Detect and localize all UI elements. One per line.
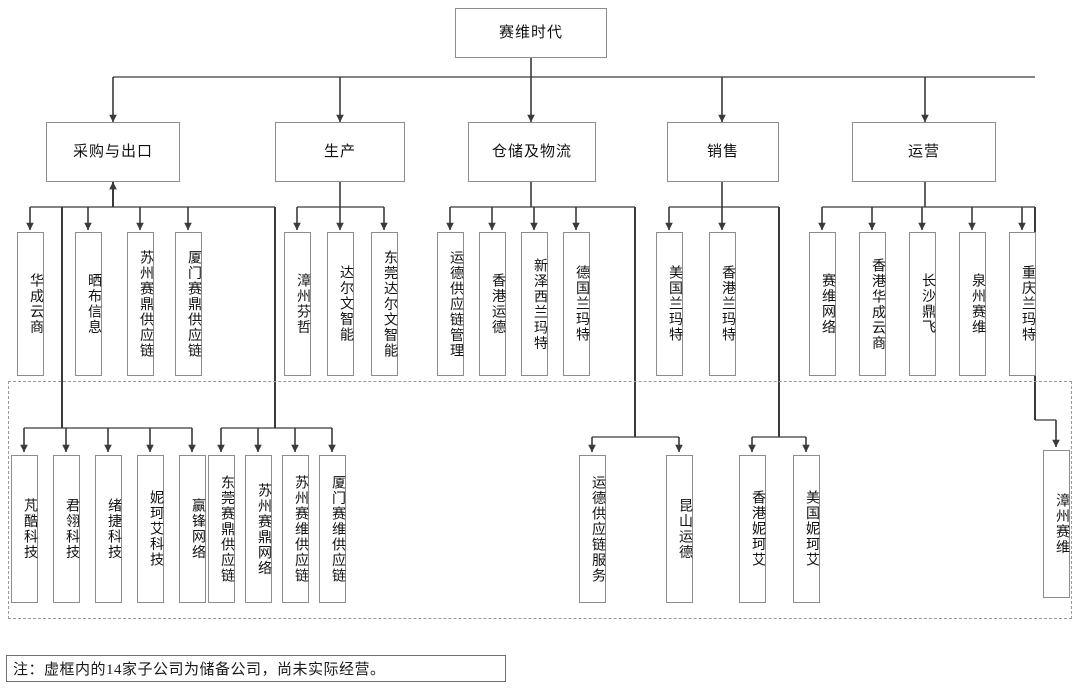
node-label: 香港兰玛特: [720, 265, 735, 343]
node-subsidiary-chongqing-lanmate[interactable]: 重庆兰玛特: [1009, 232, 1036, 376]
node-reserve-hongkong-nikeai[interactable]: 香港妮珂艾: [739, 455, 766, 603]
footnote-text: 注：虚框内的14家子公司为储备公司，尚未实际经营。: [13, 662, 386, 678]
node-label: 长沙鼎飞: [920, 273, 935, 335]
node-label: 运德供应链服务: [590, 474, 605, 584]
node-subsidiary-yunde-supply-chain-management[interactable]: 运德供应链管理: [437, 232, 464, 376]
node-department-operations[interactable]: 运营: [852, 122, 996, 182]
node-reserve-yingfeng-network[interactable]: 赢锋网络: [179, 455, 206, 603]
node-label: 赢锋网络: [190, 498, 205, 560]
node-label: 生产: [323, 143, 356, 160]
node-department-warehousing-logistics[interactable]: 仓储及物流: [468, 122, 596, 182]
node-label: 漳州芬哲: [295, 273, 310, 335]
node-label: 晒布信息: [86, 273, 101, 335]
node-label: 绪捷科技: [106, 498, 121, 560]
node-subsidiary-huacheng-yunshang[interactable]: 华成云商: [17, 232, 44, 376]
node-reserve-xiamen-saiwei-supply-chain[interactable]: 厦门赛维供应链: [319, 455, 346, 603]
node-label: 东莞赛鼎供应链: [219, 474, 234, 584]
node-label: 美国兰玛特: [667, 265, 682, 343]
node-reserve-nikeai-technology[interactable]: 妮珂艾科技: [137, 455, 164, 603]
node-reserve-kunshan-yunde[interactable]: 昆山运德: [666, 455, 693, 603]
node-subsidiary-hongkong-huacheng-yunshang[interactable]: 香港华成云商: [859, 232, 886, 376]
node-label: 泉州赛维: [970, 273, 985, 335]
node-subsidiary-germany-lanmate[interactable]: 德国兰玛特: [563, 232, 590, 376]
node-label: 华成云商: [28, 273, 43, 335]
node-reserve-suzhou-saiwei-supply-chain[interactable]: 苏州赛维供应链: [282, 455, 309, 603]
node-subsidiary-shaibu-xinxi[interactable]: 晒布信息: [75, 232, 102, 376]
node-label: 苏州赛鼎网络: [256, 482, 271, 576]
node-label: 苏州赛维供应链: [293, 474, 308, 584]
node-subsidiary-suzhou-saiding-supply-chain[interactable]: 苏州赛鼎供应链: [127, 232, 154, 376]
node-reserve-suzhou-saiding-network[interactable]: 苏州赛鼎网络: [245, 455, 272, 603]
node-label: 赛维网络: [820, 273, 835, 335]
node-label: 仓储及物流: [491, 143, 572, 160]
node-subsidiary-xiamen-saiding-supply-chain[interactable]: 厦门赛鼎供应链: [175, 232, 202, 376]
node-reserve-dongguan-saiding-supply-chain[interactable]: 东莞赛鼎供应链: [208, 455, 235, 603]
node-reserve-yunde-supply-chain-service[interactable]: 运德供应链服务: [579, 455, 606, 603]
node-label: 芃酷科技: [22, 498, 37, 560]
node-label: 妮珂艾科技: [148, 490, 163, 568]
node-subsidiary-dongguan-darwen-intelligent[interactable]: 东莞达尔文智能: [371, 232, 398, 376]
node-label: 运营: [907, 143, 940, 160]
node-label: 香港华成云商: [870, 257, 885, 351]
node-subsidiary-hongkong-lanmate[interactable]: 香港兰玛特: [709, 232, 736, 376]
node-label: 漳州赛维: [1054, 493, 1069, 555]
node-subsidiary-changsha-dingfei[interactable]: 长沙鼎飞: [909, 232, 936, 376]
node-label: 东莞达尔文智能: [382, 249, 397, 359]
node-reserve-zhangzhou-saiwei[interactable]: 漳州赛维: [1043, 450, 1070, 598]
node-reserve-junling-technology[interactable]: 君翎科技: [53, 455, 80, 603]
node-subsidiary-new-jersey-lanmate[interactable]: 新泽西兰玛特: [521, 232, 548, 376]
node-label: 昆山运德: [677, 498, 692, 560]
node-subsidiary-zhangzhou-fenzhe[interactable]: 漳州芬哲: [284, 232, 311, 376]
node-subsidiary-darwen-intelligent[interactable]: 达尔文智能: [327, 232, 354, 376]
node-subsidiary-usa-lanmate[interactable]: 美国兰玛特: [656, 232, 683, 376]
node-label: 苏州赛鼎供应链: [138, 249, 153, 359]
node-subsidiary-hongkong-yunde[interactable]: 香港运德: [479, 232, 506, 376]
footnote-box: 注：虚框内的14家子公司为储备公司，尚未实际经营。: [6, 655, 506, 682]
node-department-purchasing-export[interactable]: 采购与出口: [46, 122, 180, 182]
node-label: 香港妮珂艾: [750, 490, 765, 568]
node-label: 运德供应链管理: [448, 249, 463, 359]
node-department-production[interactable]: 生产: [275, 122, 405, 182]
node-label: 销售: [706, 143, 739, 160]
node-label: 采购与出口: [72, 143, 153, 160]
node-label: 厦门赛鼎供应链: [186, 249, 201, 359]
node-label: 新泽西兰玛特: [532, 257, 547, 351]
node-label: 德国兰玛特: [574, 265, 589, 343]
node-reserve-xujie-technology[interactable]: 绪捷科技: [95, 455, 122, 603]
reserve-companies-dashed-region: [8, 381, 1072, 619]
node-reserve-pengku-technology[interactable]: 芃酷科技: [11, 455, 38, 603]
node-label: 达尔文智能: [338, 265, 353, 343]
node-department-sales[interactable]: 销售: [667, 122, 779, 182]
node-label: 厦门赛维供应链: [330, 474, 345, 584]
node-label: 美国妮珂艾: [804, 490, 819, 568]
node-label: 君翎科技: [64, 498, 79, 560]
node-label: 重庆兰玛特: [1020, 265, 1035, 343]
node-label: 赛维时代: [498, 24, 563, 41]
node-subsidiary-quanzhou-saiwei[interactable]: 泉州赛维: [959, 232, 986, 376]
node-label: 香港运德: [490, 273, 505, 335]
node-root[interactable]: 赛维时代: [455, 8, 607, 58]
node-subsidiary-saiwei-network[interactable]: 赛维网络: [809, 232, 836, 376]
node-reserve-usa-nikeai[interactable]: 美国妮珂艾: [793, 455, 820, 603]
